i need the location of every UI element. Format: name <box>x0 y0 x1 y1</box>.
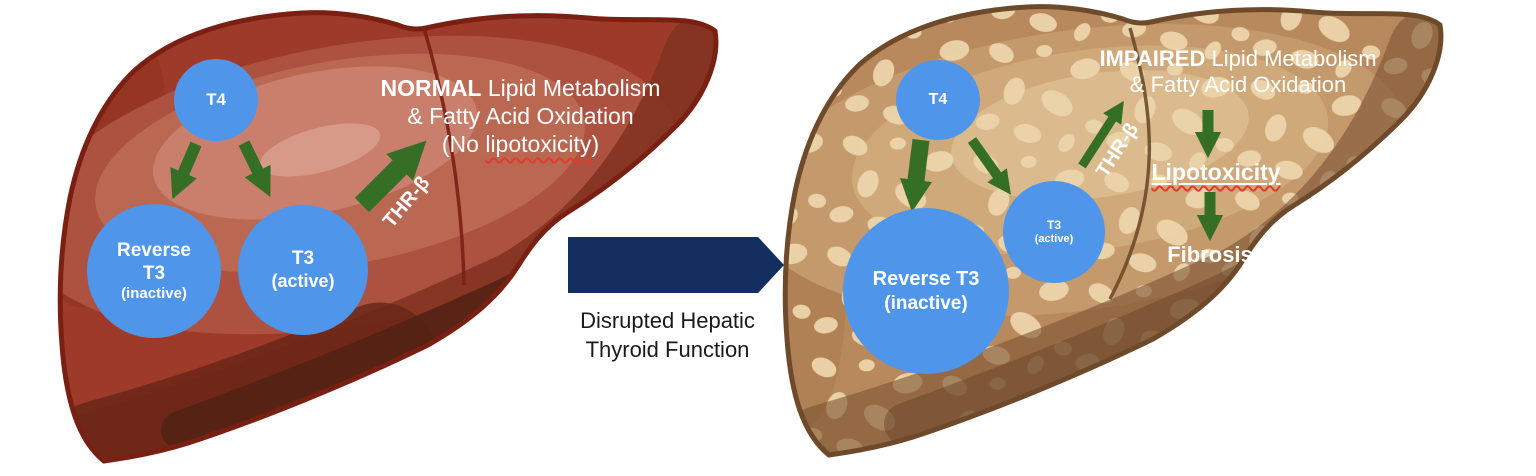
normal-metabolism-heading: NORMAL Lipid Metabolism & Fatty Acid Oxi… <box>348 74 693 158</box>
heading-line-3: (No lipotoxicity) <box>441 131 600 157</box>
falciform-line-right <box>1108 27 1152 300</box>
fibrosis-label: Fibrosis <box>1167 242 1253 267</box>
arrow-t4-to-reverse-t3-right <box>899 138 933 213</box>
falciform-line-left <box>422 27 466 286</box>
reverse-t3-node-right: Reverse T3 (inactive) <box>843 208 1009 374</box>
arrow-t4-to-reverse-t3-left <box>170 141 202 200</box>
heading-line-2: & Fatty Acid Oxidation <box>1129 72 1347 97</box>
arrow-t4-to-t3-right <box>967 137 1011 195</box>
reverse-t3-node-left: Reverse T3 (inactive) <box>87 204 221 338</box>
arrow-t4-to-t3-left <box>238 140 271 197</box>
arrow-thr-beta-right <box>1078 100 1124 169</box>
lipotoxicity-label: Lipotoxicity <box>1151 159 1281 185</box>
process-arrows <box>170 100 1224 242</box>
transition-caption: Disrupted Hepatic Thyroid Function <box>580 308 755 362</box>
impaired-metabolism-heading: IMPAIRED Lipid Metabolism & Fatty Acid O… <box>1058 46 1418 98</box>
t4-node-left: T4 <box>174 59 258 141</box>
t3-node-right: T3 (active) <box>1003 181 1105 283</box>
heading-line-2: & Fatty Acid Oxidation <box>407 103 634 129</box>
transition-arrow <box>568 237 784 293</box>
arrow-thr-beta-left <box>354 140 427 213</box>
t4-node-right: T4 <box>896 60 980 140</box>
t3-node-left: T3 (active) <box>238 205 368 335</box>
heading-line-1: IMPAIRED Lipid Metabolism <box>1099 46 1377 71</box>
lipotoxicity-word-squiggled: lipotoxicity <box>485 131 592 157</box>
heading-line-1: NORMAL Lipid Metabolism <box>380 75 661 101</box>
